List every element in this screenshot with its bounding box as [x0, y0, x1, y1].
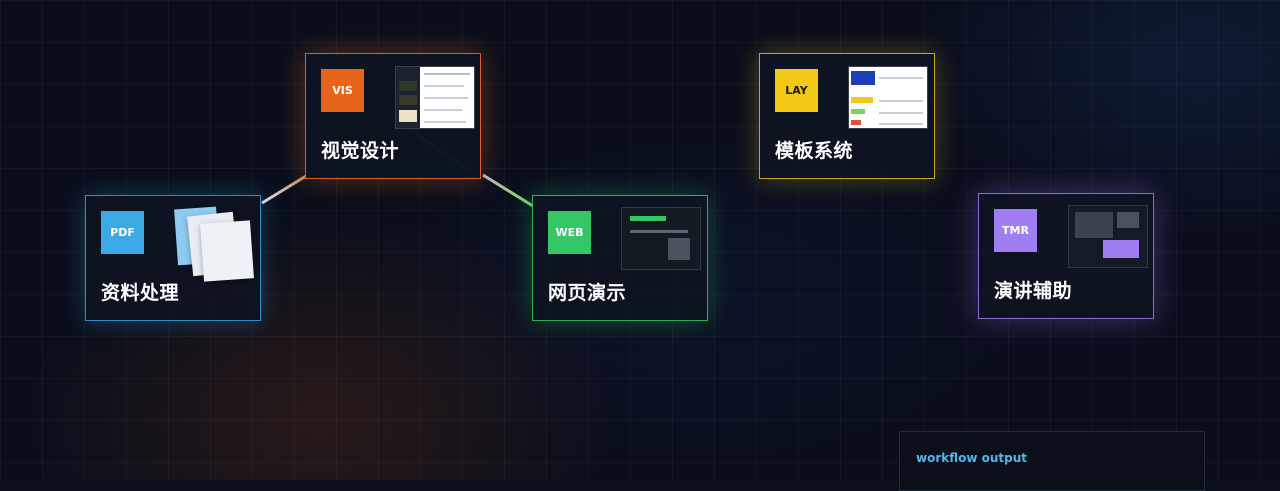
node-title-tmr: 演讲辅助 — [994, 280, 1073, 302]
node-title-pdf: 资料处理 — [101, 282, 180, 304]
tmr-badge: TMR — [994, 209, 1037, 252]
node-lay[interactable]: LAY 模板系统 — [759, 53, 935, 179]
workflow-output-panel: workflow output — [899, 431, 1205, 491]
web-preview-thumbnail — [621, 207, 701, 270]
node-tmr[interactable]: TMR 演讲辅助 — [978, 193, 1154, 319]
node-title-vis: 视觉设计 — [321, 140, 400, 162]
node-pdf[interactable]: PDF 资料处理 — [85, 195, 261, 321]
lay-badge: LAY — [775, 69, 818, 112]
workflow-output-label: workflow output — [916, 451, 1028, 465]
node-web[interactable]: WEB 网页演示 — [532, 195, 708, 321]
node-vis[interactable]: VIS 视觉设计 — [305, 53, 481, 179]
pdf-badge: PDF — [101, 211, 144, 254]
web-badge: WEB — [548, 211, 591, 254]
document-stack-icon — [172, 204, 258, 284]
node-title-lay: 模板系统 — [775, 140, 854, 162]
timer-preview-thumbnail — [1068, 205, 1148, 268]
vis-badge: VIS — [321, 69, 364, 112]
template-preview-thumbnail — [848, 66, 928, 129]
node-title-web: 网页演示 — [548, 282, 627, 304]
design-preview-thumbnail — [395, 66, 475, 129]
link-vis-web — [482, 173, 534, 208]
link-pdf-vis — [261, 174, 307, 205]
